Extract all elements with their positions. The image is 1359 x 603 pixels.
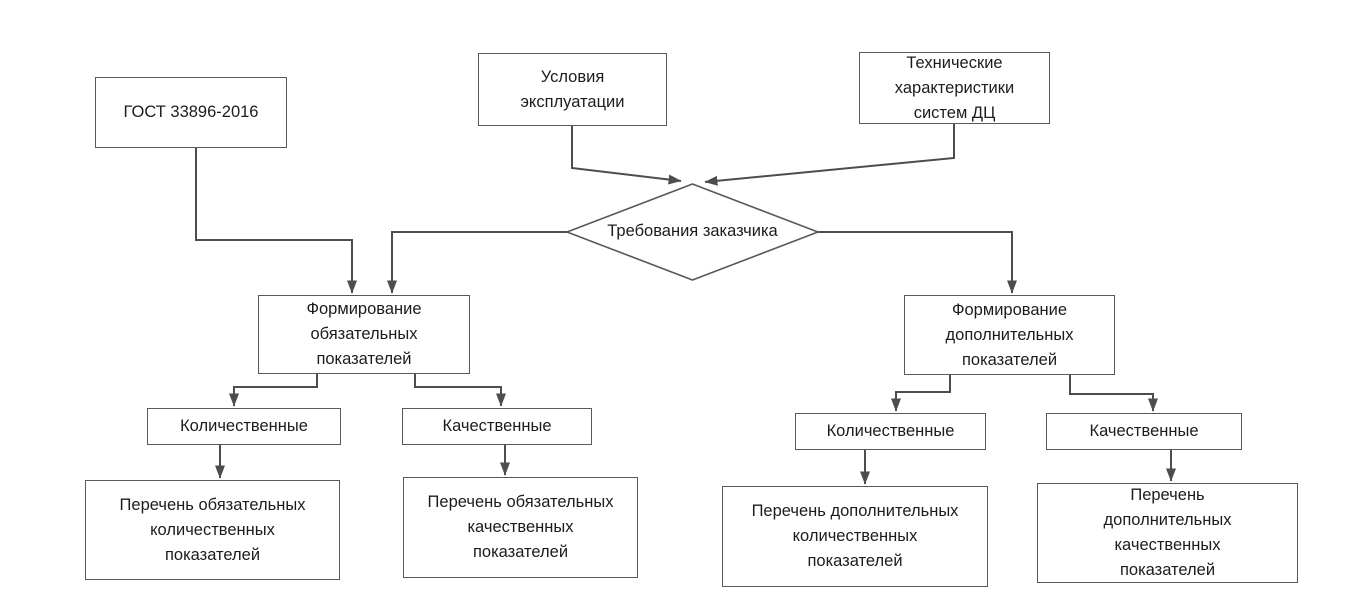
node-qualitative-additional: Качественные: [1046, 413, 1242, 450]
edge-decision-to-form-mandatory: [387, 231, 567, 294]
node-form-mandatory: Формирование обязательных показателей: [258, 295, 470, 374]
edge-gost-to-form-mandatory: [195, 148, 357, 294]
node-quantitative-mandatory: Количественные: [147, 408, 341, 445]
node-operating-conditions: Условия эксплуатации: [478, 53, 667, 126]
node-customer-requirements-label: Требования заказчика: [607, 222, 778, 240]
decision-diamond-shape: [564, 183, 821, 281]
node-gost: ГОСТ 33896-2016: [95, 77, 287, 148]
node-form-additional: Формирование дополнительных показателей: [904, 295, 1115, 375]
edge-conditions-to-decision: [571, 126, 682, 185]
edge-form-mandatory-to-qualitative: [414, 374, 506, 407]
node-list-mandatory-quantitative: Перечень обязательных количественных пок…: [85, 480, 340, 580]
edge-form-additional-to-quantitative: [891, 375, 951, 412]
node-list-additional-qualitative: Перечень дополнительных качественных пок…: [1037, 483, 1298, 583]
node-list-mandatory-qualitative: Перечень обязательных качественных показ…: [403, 477, 638, 578]
edge-form-mandatory-to-quantitative: [229, 374, 318, 407]
node-technical-characteristics: Технические характеристики систем ДЦ: [859, 52, 1050, 124]
node-qualitative-mandatory: Качественные: [402, 408, 592, 445]
edge-tech-to-decision: [704, 124, 955, 186]
node-quantitative-additional: Количественные: [795, 413, 986, 450]
edge-form-additional-to-qualitative: [1069, 375, 1158, 412]
node-list-additional-quantitative: Перечень дополнительных количественных п…: [722, 486, 988, 587]
edge-decision-to-form-additional: [818, 231, 1017, 294]
